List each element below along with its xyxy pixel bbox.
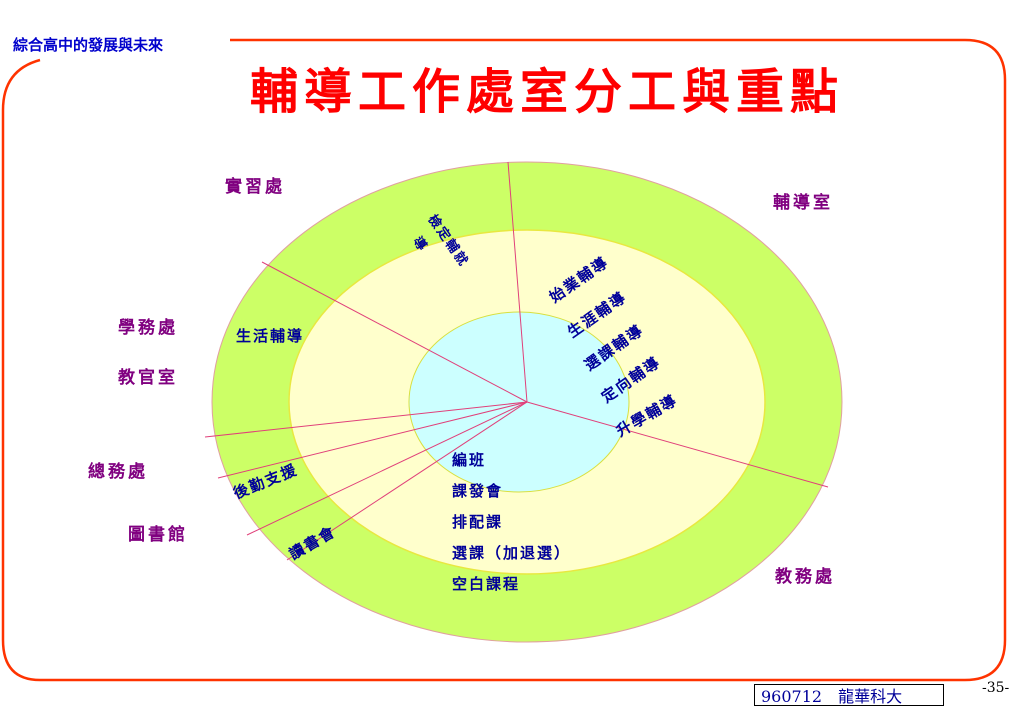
task-academic-3: 排配課: [452, 513, 504, 531]
footer-label-box: 960712 龍華科大: [754, 684, 944, 706]
divider-line: [526, 401, 829, 488]
dept-military-office: 教官室: [118, 368, 178, 388]
divider-line: [286, 401, 528, 561]
divider-line: [217, 401, 528, 479]
dept-library: 圖書館: [128, 525, 188, 545]
task-academic-5: 空白課程: [452, 575, 521, 593]
dept-general-affairs: 總務處: [88, 462, 148, 482]
dept-counseling: 輔導室: [773, 193, 833, 213]
inner-circle: [408, 311, 630, 493]
page-number: -35-: [982, 680, 1010, 696]
footer-label: 960712 龍華科大: [761, 687, 903, 706]
dept-internship: 實習處: [225, 177, 285, 197]
dept-academic-affairs: 教務處: [775, 567, 835, 587]
divider-line: [261, 261, 528, 403]
rounded-frame: [1, 38, 1007, 682]
page-title: 輔導工作處室分工與重點: [250, 64, 845, 120]
dept-student-affairs: 學務處: [118, 318, 178, 338]
sector-dividers: [204, 161, 829, 561]
task-academic-4: 選課（加退選）: [452, 544, 572, 562]
header-subtitle: 綜合高中的發展與未來: [10, 34, 167, 55]
divider-line: [204, 401, 528, 438]
task-life-counseling: 生活輔導: [236, 327, 305, 345]
task-academic-2: 課發會: [452, 482, 504, 500]
divider-line: [246, 401, 528, 536]
divider-line: [507, 161, 528, 403]
task-academic-1: 編班: [452, 451, 487, 469]
